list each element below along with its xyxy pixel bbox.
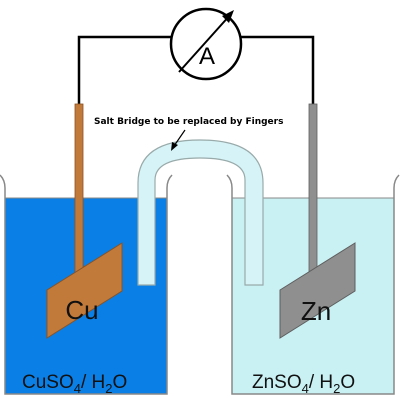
- left-solvent-prefix: / H: [81, 372, 105, 393]
- ammeter-needle: [178, 13, 232, 73]
- right-solvent-subscript: 2: [333, 381, 340, 396]
- salt-bridge-pointer: [173, 129, 186, 147]
- right-solution-formula: ZnSO: [252, 372, 302, 393]
- left-solvent-subscript: 2: [105, 381, 112, 396]
- zinc-plate: [279, 242, 356, 339]
- copper-electrode: Cu: [46, 103, 123, 339]
- copper-electrode-label: Cu: [65, 295, 98, 325]
- zinc-rod: [308, 103, 318, 277]
- right-solution-subscript: 4: [302, 381, 309, 396]
- zinc-electrode-label: Zn: [301, 296, 331, 326]
- zinc-electrode: Zn: [279, 103, 356, 339]
- salt-bridge-label: Salt Bridge to be replaced by Fingers: [94, 117, 283, 127]
- ammeter: A: [169, 7, 243, 81]
- copper-plate: [46, 242, 123, 339]
- right-solvent-prefix: / H: [309, 372, 333, 393]
- ammeter-needle-arrowhead: [222, 10, 234, 23]
- copper-rod: [74, 103, 84, 277]
- left-beaker-wall: [0, 174, 173, 395]
- right-solution-label: ZnSO4/ H2O: [252, 372, 355, 396]
- salt-bridge-pointer-arrowhead: [171, 142, 178, 151]
- right-solvent-suffix: O: [340, 372, 355, 393]
- left-solvent-suffix: O: [113, 372, 128, 393]
- right-beaker-wall: [226, 174, 400, 395]
- left-solution-label: CuSO4/ H2O: [22, 372, 127, 396]
- ammeter-symbol: A: [199, 43, 215, 70]
- left-solution-formula: CuSO: [22, 372, 74, 393]
- left-solution-subscript: 4: [74, 381, 81, 396]
- salt-bridge: [137, 139, 264, 286]
